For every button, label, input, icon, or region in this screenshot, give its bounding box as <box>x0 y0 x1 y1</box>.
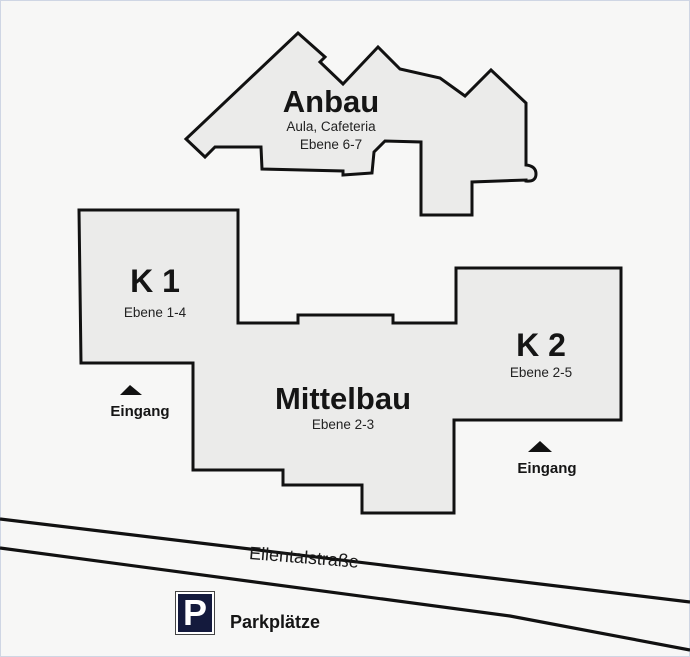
entrance-arrow-icon <box>528 441 552 452</box>
entrance-label-k2: Eingang <box>517 460 577 477</box>
building-name-mittelbau: Mittelbau <box>274 381 412 416</box>
building-info-mittelbau-levels: Ebene 2-3 <box>311 417 375 432</box>
building-name-k2: K 2 <box>516 327 566 363</box>
building-main-outline[interactable] <box>77 208 623 515</box>
building-info-k2-levels: Ebene 2-5 <box>509 365 573 380</box>
building-info-anbau-levels: Ebene 6-7 <box>299 137 363 152</box>
building-name-anbau: Anbau <box>282 84 380 119</box>
building-anbau-outline[interactable] <box>183 30 538 217</box>
street-edge-south <box>0 546 690 652</box>
building-info-k1-levels: Ebene 1-4 <box>123 305 187 320</box>
entrance-label-k1: Eingang <box>110 403 170 420</box>
parking-sign-icon: P <box>175 591 215 635</box>
building-info-anbau-rooms: Aula, Cafeteria <box>286 119 376 134</box>
parking-symbol: P <box>178 594 212 632</box>
street-edge-north <box>0 517 690 604</box>
parking-label: Parkplätze <box>230 612 321 632</box>
building-name-k1: K 1 <box>130 263 180 299</box>
entrance-arrow-icon <box>120 385 142 395</box>
